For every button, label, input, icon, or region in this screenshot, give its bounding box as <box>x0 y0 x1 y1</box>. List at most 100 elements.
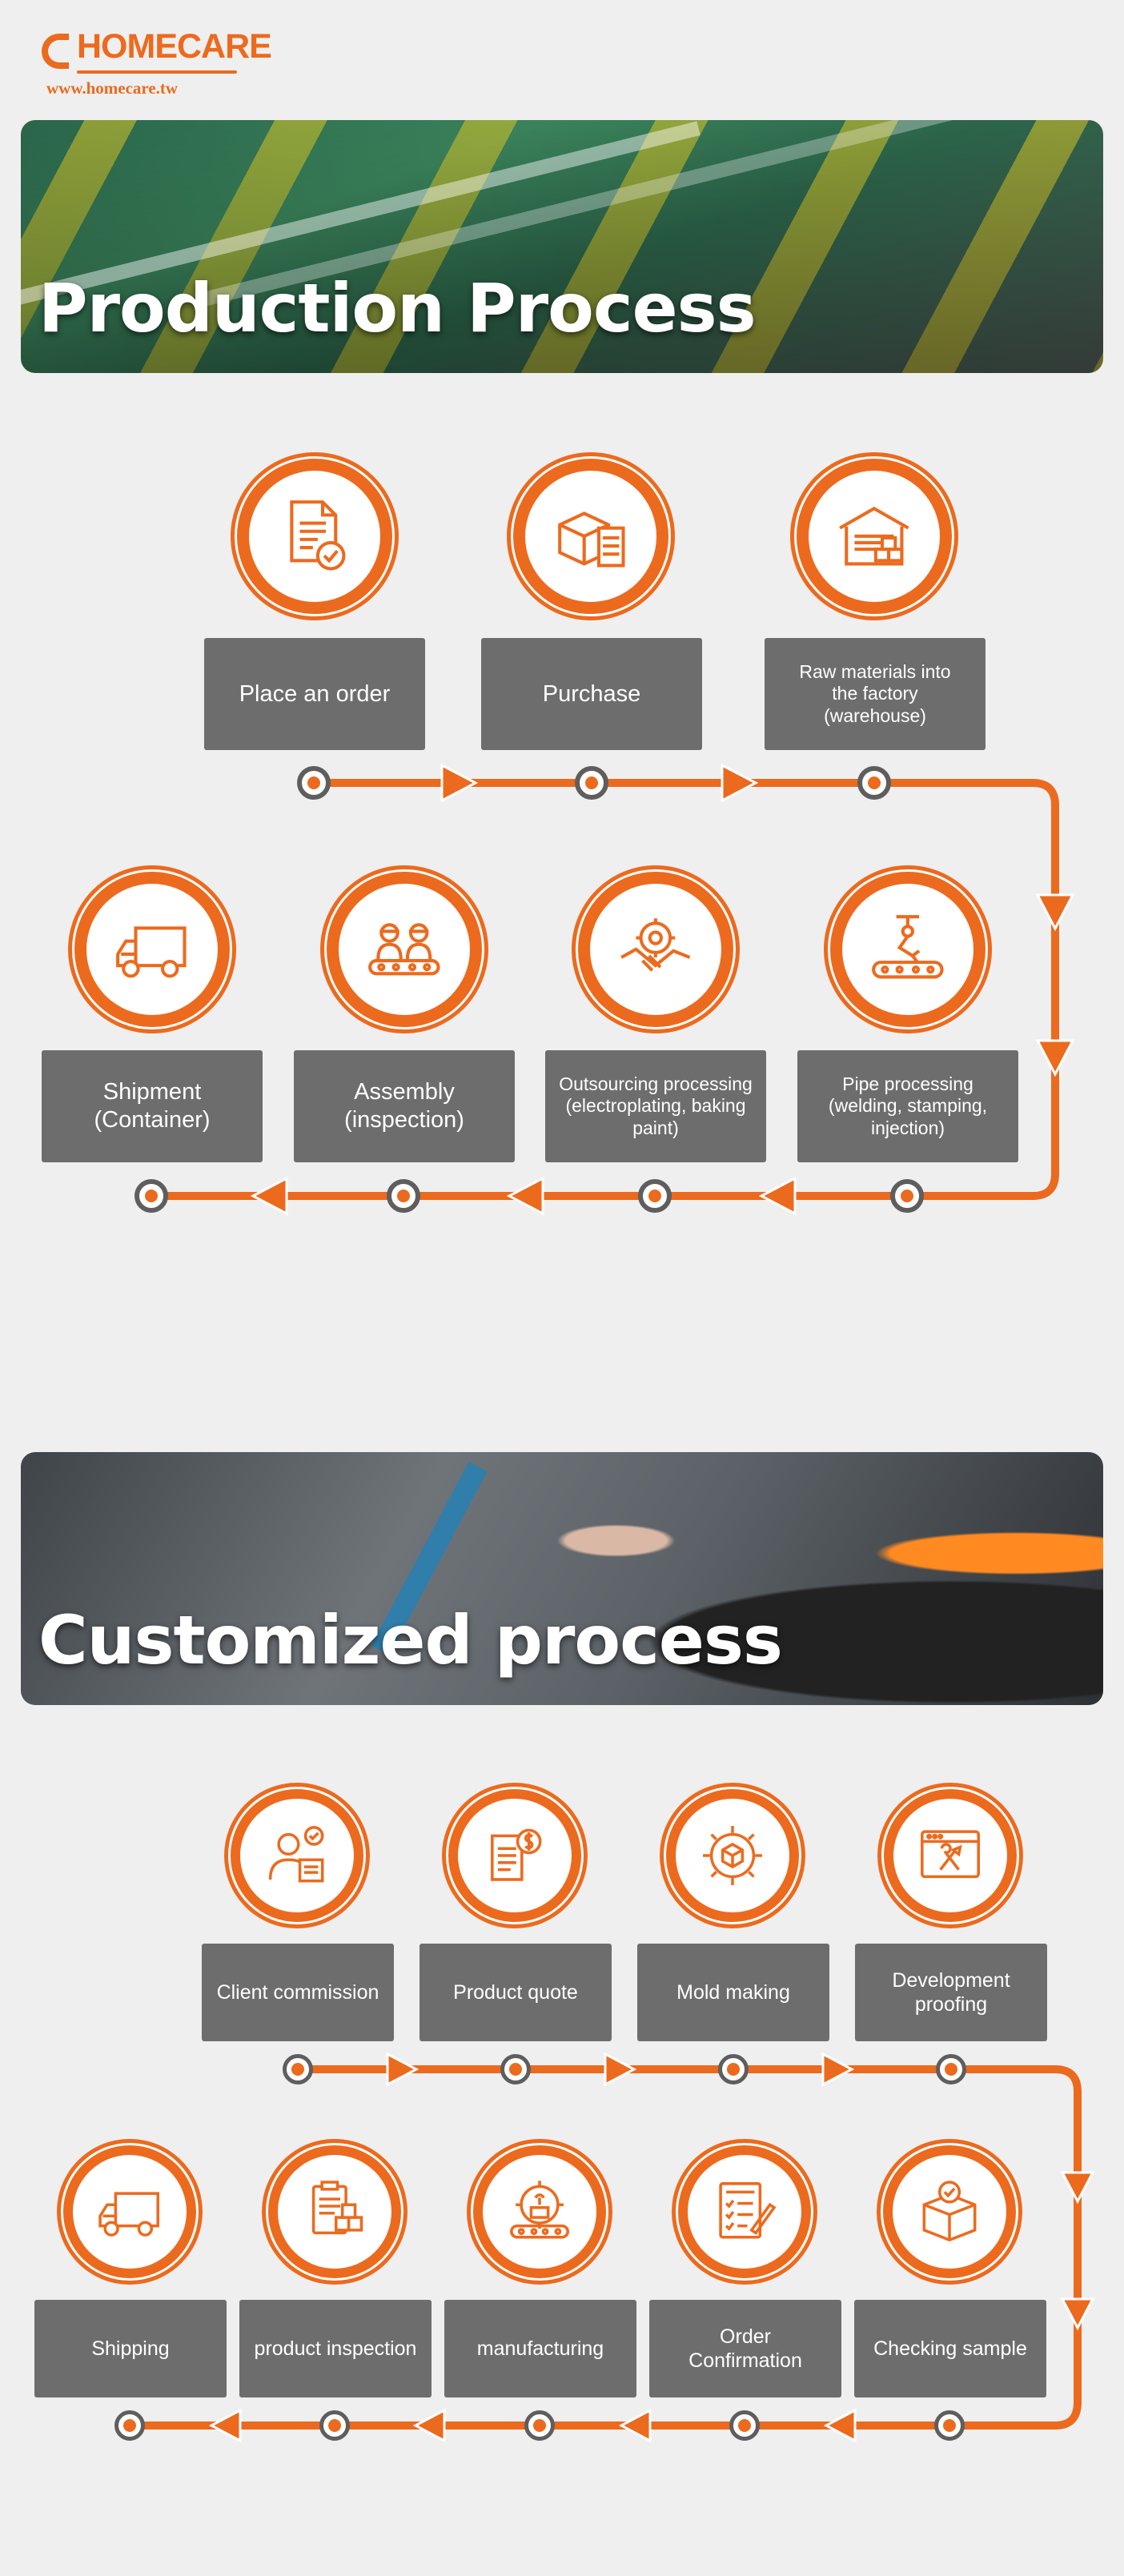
step-label: Pipe processing (welding, stamping, inje… <box>828 1073 988 1138</box>
step-label: Assembly (inspection) <box>344 1079 464 1133</box>
flow-node <box>718 2054 749 2084</box>
flow-node <box>297 766 331 800</box>
flow-node <box>857 766 891 800</box>
flow-node <box>387 1179 420 1213</box>
step-product-inspection[interactable]: product inspection <box>239 2300 432 2397</box>
step-outsourcing[interactable]: Outsourcing processing (electroplating, … <box>545 1050 766 1162</box>
document-check-icon <box>290 500 346 571</box>
step-label: Order Confirmation <box>688 2325 802 2372</box>
arrow-left-icon <box>758 1176 797 1216</box>
arrow-right-icon <box>386 2052 419 2087</box>
flow-node <box>890 1179 924 1213</box>
customized-title: Customized process <box>38 1601 783 1679</box>
step-purchase[interactable]: Purchase <box>481 638 702 750</box>
step-label: Shipment (Container) <box>94 1079 211 1133</box>
gear-conveyor-icon <box>510 2181 569 2239</box>
step-product-quote[interactable]: Product quote <box>419 1944 612 2041</box>
arrow-left-icon <box>208 2408 242 2443</box>
step-pipe-processing[interactable]: Pipe processing (welding, stamping, inje… <box>797 1050 1018 1162</box>
quote-dollar-icon <box>491 1828 542 1881</box>
step-label: Outsourcing processing (electroplating, … <box>559 1073 753 1138</box>
pipe-processing-icon-circle <box>824 865 992 1033</box>
step-label: Raw materials into the factory (warehous… <box>799 660 951 726</box>
mold-making-icon-circle <box>660 1783 805 1928</box>
arrow-down-icon <box>1035 1039 1075 1077</box>
flow-node <box>575 766 608 800</box>
client-commission-icon-circle <box>224 1783 370 1928</box>
step-shipping[interactable]: Shipping <box>34 2300 227 2397</box>
clipboard-boxes-icon <box>311 2181 363 2235</box>
step-label: manufacturing <box>476 2337 604 2360</box>
customized-flow-path <box>126 2065 1082 2430</box>
arrow-left-icon <box>823 2408 857 2443</box>
step-label: Development proofing <box>892 1969 1010 2016</box>
step-manufacturing[interactable]: manufacturing <box>444 2300 636 2397</box>
development-proofing-icon-circle <box>877 1783 1023 1928</box>
shipping-icon-circle <box>57 2139 203 2285</box>
arrow-right-icon <box>721 763 759 803</box>
step-client-commission[interactable]: Client commission <box>202 1944 394 2041</box>
production-banner: Production Process <box>21 120 1103 373</box>
product-quote-icon-circle <box>442 1783 588 1928</box>
step-label: Product quote <box>453 1981 578 2004</box>
robot-arm-icon <box>872 915 944 979</box>
arrow-left-icon <box>618 2408 652 2443</box>
logo-wordmark: HOMECARE <box>77 27 272 66</box>
step-label: product inspection <box>254 2337 417 2360</box>
place-order-icon-circle <box>231 452 399 620</box>
checking-sample-icon-circle <box>877 2139 1022 2285</box>
step-label: Client commission <box>216 1981 379 2004</box>
arrow-down-icon <box>1060 2171 1095 2205</box>
step-label: Purchase <box>542 680 641 707</box>
workers-conveyor-icon <box>368 923 440 976</box>
handshake-gear-icon <box>620 918 691 972</box>
arrow-left-icon <box>412 2408 446 2443</box>
step-label: Place an order <box>239 680 391 707</box>
flow-node <box>934 2410 965 2441</box>
step-mold-making[interactable]: Mold making <box>637 1944 829 2041</box>
homecare-logo[interactable]: HOMECARE www.homecare.tw <box>42 27 272 107</box>
arrow-left-icon <box>506 1176 544 1216</box>
step-raw-materials[interactable]: Raw materials into the factory (warehous… <box>765 638 986 750</box>
shipment-icon-circle <box>68 865 236 1033</box>
client-document-icon <box>268 1826 324 1883</box>
order-confirmation-icon-circle <box>672 2139 817 2285</box>
flow-node <box>936 2054 966 2084</box>
logo-url: www.homecare.tw <box>46 78 179 98</box>
warehouse-icon <box>839 507 909 566</box>
outsourcing-icon-circle <box>572 865 740 1033</box>
arrow-down-icon <box>1060 2297 1095 2331</box>
gear-cube-icon <box>703 1826 762 1885</box>
logo-c-mark <box>42 34 69 69</box>
flow-node <box>729 2410 760 2441</box>
box-checklist-icon <box>558 512 625 568</box>
step-place-order[interactable]: Place an order <box>204 638 425 750</box>
step-development-proofing[interactable]: Development proofing <box>855 1944 1047 2041</box>
warehouse-icon-circle <box>790 452 958 620</box>
browser-tools-icon <box>921 1830 980 1879</box>
order-form-icon <box>719 2182 777 2239</box>
production-flow-path <box>148 779 1059 1200</box>
flow-node <box>319 2410 350 2441</box>
step-shipment[interactable]: Shipment (Container) <box>42 1050 263 1162</box>
flow-node <box>114 2410 145 2441</box>
arrow-right-icon <box>604 2052 637 2087</box>
flow-node <box>134 1179 168 1213</box>
flow-node <box>524 2410 555 2441</box>
box-check-icon <box>922 2181 977 2242</box>
step-label: Checking sample <box>873 2337 1027 2360</box>
step-label: Shipping <box>91 2337 170 2360</box>
arrow-left-icon <box>250 1176 288 1216</box>
step-order-confirmation[interactable]: Order Confirmation <box>649 2300 841 2397</box>
purchase-icon-circle <box>507 452 675 620</box>
truck-icon <box>98 2192 159 2237</box>
flow-node <box>500 2054 531 2084</box>
arrow-right-icon <box>440 763 479 803</box>
truck-icon <box>116 926 187 978</box>
step-assembly[interactable]: Assembly (inspection) <box>294 1050 515 1162</box>
step-label: Mold making <box>676 1981 790 2004</box>
manufacturing-icon-circle <box>467 2139 612 2285</box>
step-checking-sample[interactable]: Checking sample <box>854 2300 1046 2397</box>
customized-banner: Customized process <box>21 1452 1103 1705</box>
